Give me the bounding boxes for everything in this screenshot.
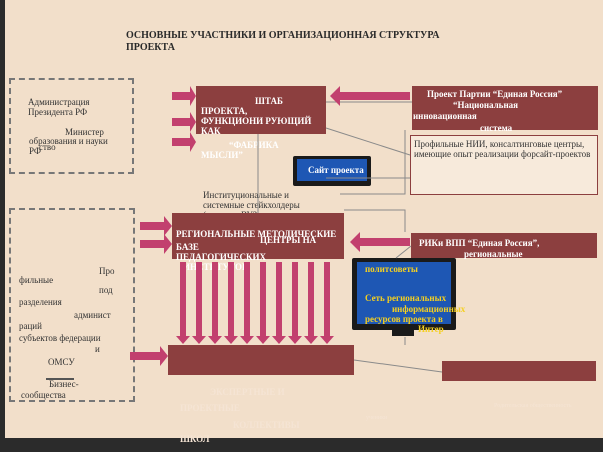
- party-nii-connector: [340, 130, 406, 195]
- ministry-label-c: образования и науки РФ: [29, 136, 108, 156]
- parents-label: Родительская общественность: [494, 403, 572, 409]
- lb-k: сообщества: [21, 390, 66, 400]
- riki-box: [411, 233, 597, 258]
- hq-line5: “ФАБРИКА: [229, 140, 279, 150]
- rc-line3: БАЗЕ: [176, 242, 199, 252]
- ministry-label-a: Министер: [65, 127, 104, 137]
- slide-title: ОСНОВНЫЕ УЧАСТНИКИ И ОРГАНИЗАЦИОННАЯ СТР…: [126, 30, 440, 53]
- expert-line4: ШКОЛ: [180, 434, 210, 444]
- regional-centers-box: [172, 213, 344, 259]
- arrow-down-6: [256, 262, 270, 344]
- site-screen: [297, 159, 367, 181]
- arrow-down-8: [288, 262, 302, 344]
- arrow-left-3: [172, 132, 196, 152]
- lb-d: разделения: [19, 297, 62, 307]
- admin-label: Администрация Президента РФ: [28, 97, 90, 117]
- vertical-arrow-group: [176, 262, 334, 344]
- party-project-line4: система: [480, 123, 513, 133]
- nii-box: [410, 135, 598, 195]
- arrow-left-5: [140, 234, 172, 254]
- riki-line2: региональные: [464, 249, 523, 259]
- lb-c: под: [99, 285, 113, 295]
- left-frame-bar: [0, 0, 5, 452]
- net-line5: Интер: [418, 324, 444, 334]
- lb-h: и: [95, 344, 100, 354]
- expert-line2: ПРОЕКТНЫЕ: [180, 403, 240, 413]
- lb-i: ОМСУ: [48, 357, 75, 367]
- net-line2: Сеть региональных: [365, 293, 447, 303]
- hq-line1: ШТАБ: [255, 96, 283, 106]
- party-project-line3: инновационная: [413, 111, 477, 121]
- arrow-left-6: [130, 346, 168, 366]
- net-line4: ресурсов проекта в: [365, 314, 443, 324]
- hq-line3: ФУНКЦИОНИ РУЮЩИЙ: [201, 116, 312, 126]
- lb-a: Про: [99, 266, 115, 276]
- network-stand: [392, 330, 414, 336]
- party-project-line1: Проект Партии “Единая Россия”: [427, 89, 563, 99]
- arrow-down-3: [208, 262, 222, 344]
- net-line3: информационных: [392, 304, 466, 314]
- arrow-down-9: [304, 262, 318, 344]
- riki-network-connector: [395, 245, 412, 259]
- net-line1: политсоветы: [365, 264, 418, 274]
- hq-line2: ПРОЕКТА,: [201, 106, 248, 116]
- riki-line1: РИКи ВПП “Единая Россия”,: [419, 238, 540, 248]
- arrow-down-4: [224, 262, 238, 344]
- expert-sub: ученики: [366, 415, 388, 421]
- arrow-down-1: [176, 262, 190, 344]
- lb-e: админист: [74, 310, 111, 320]
- party-project-box: [412, 86, 598, 130]
- arrow-left-4: [140, 216, 172, 236]
- arrow-left-2: [172, 112, 196, 132]
- parents-box: [442, 361, 596, 381]
- lb-g: субъектов федерации: [19, 333, 101, 343]
- lb-b: фильные: [19, 275, 54, 285]
- expert-line3: КОЛЛЕКТИВЫ: [233, 420, 300, 430]
- expert-parents-connector: [353, 359, 443, 373]
- rc-line2: ЦЕНТРЫ НА: [260, 235, 317, 245]
- lb-f: раций: [19, 321, 42, 331]
- business-underline: [46, 378, 74, 380]
- hq-line4: КАК: [201, 126, 221, 136]
- ministry-label-b: ство: [39, 142, 56, 152]
- federal-bodies-box: [9, 78, 134, 174]
- arrow-down-2: [192, 262, 206, 344]
- expert-teams-box: [168, 345, 354, 375]
- hq-nii-connector: [325, 127, 411, 156]
- lb-j: Бизнес-: [49, 379, 79, 389]
- regional-bodies-box: [9, 208, 135, 402]
- arrow-left-1: [172, 86, 196, 106]
- party-project-line2: “Национальная: [453, 100, 518, 110]
- site-label: Сайт проекта: [308, 165, 364, 175]
- project-hq-box: [196, 86, 326, 134]
- expert-line1: ЭКСПЕРТНЫЕ И: [210, 387, 285, 397]
- riki-center-connector: [344, 209, 406, 232]
- arrow-down-7: [272, 262, 286, 344]
- rc-line4: ПЕДАГОГИЧЕСКИХ: [176, 252, 267, 262]
- arrow-down-10: [320, 262, 334, 344]
- bottom-frame-bar: [0, 438, 603, 452]
- network-screen: [357, 262, 451, 324]
- nii-text: Профильные НИИ, консалтинговые центры, и…: [414, 139, 591, 159]
- arrow-right-2: [350, 232, 410, 252]
- arrow-right-1: [330, 86, 410, 106]
- arrow-down-5: [240, 262, 254, 344]
- rc-line1: РЕГИОНАЛЬНЫЕ МЕТОДИЧЕСКИЕ: [176, 229, 337, 239]
- hq-line6: МЫСЛИ”: [201, 150, 243, 160]
